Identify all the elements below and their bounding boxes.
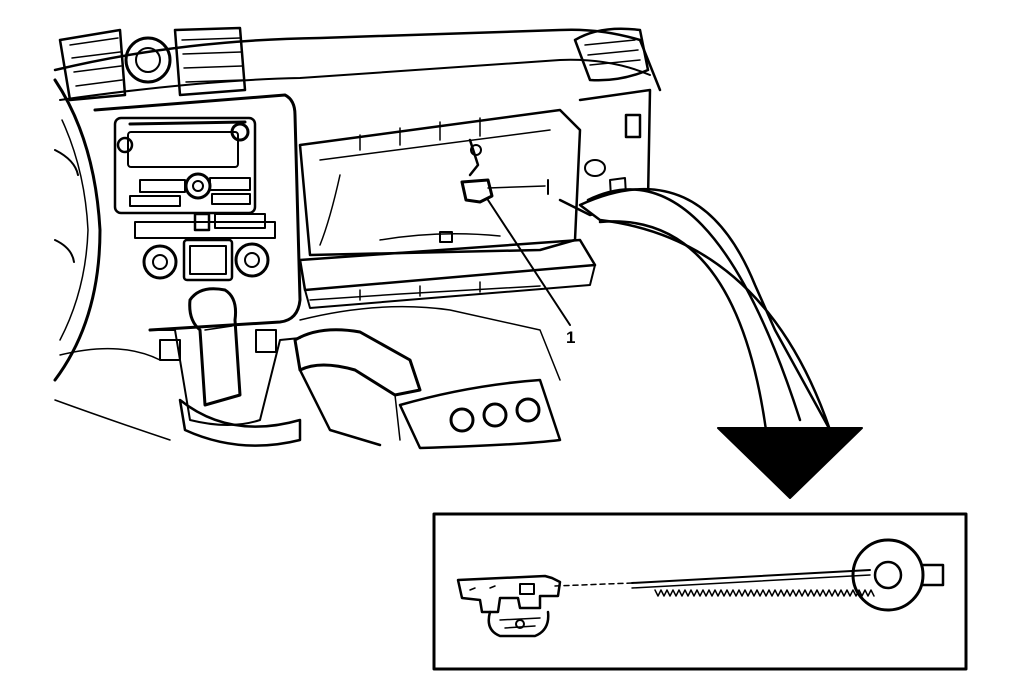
center-console bbox=[54, 305, 562, 450]
right-air-vent bbox=[573, 27, 650, 82]
callout-label-1: 1 bbox=[566, 328, 575, 347]
radio-unit bbox=[113, 116, 257, 215]
climate-control-panel bbox=[134, 212, 276, 282]
alignment-dashed-line bbox=[554, 582, 633, 587]
zoom-arrow bbox=[578, 187, 863, 499]
damper-head bbox=[851, 538, 945, 612]
damper-rod bbox=[631, 569, 875, 597]
glove-box-door bbox=[298, 238, 597, 309]
damper-spring bbox=[654, 589, 875, 597]
glove-box-damper-component bbox=[460, 178, 549, 204]
glove-box-opening bbox=[298, 108, 582, 257]
steering-wheel-edge bbox=[53, 78, 102, 382]
callout-leader-line bbox=[487, 199, 571, 326]
center-air-vents bbox=[58, 26, 247, 102]
dashboard-illustration bbox=[53, 26, 662, 450]
detail-inset bbox=[432, 512, 968, 671]
bracket-part bbox=[456, 574, 562, 638]
dash-upper-line bbox=[59, 58, 651, 101]
gear-shifter bbox=[149, 287, 302, 447]
center-stack bbox=[93, 93, 302, 332]
zoom-arrow-head bbox=[717, 427, 863, 499]
detail-inset-frame bbox=[432, 512, 968, 671]
